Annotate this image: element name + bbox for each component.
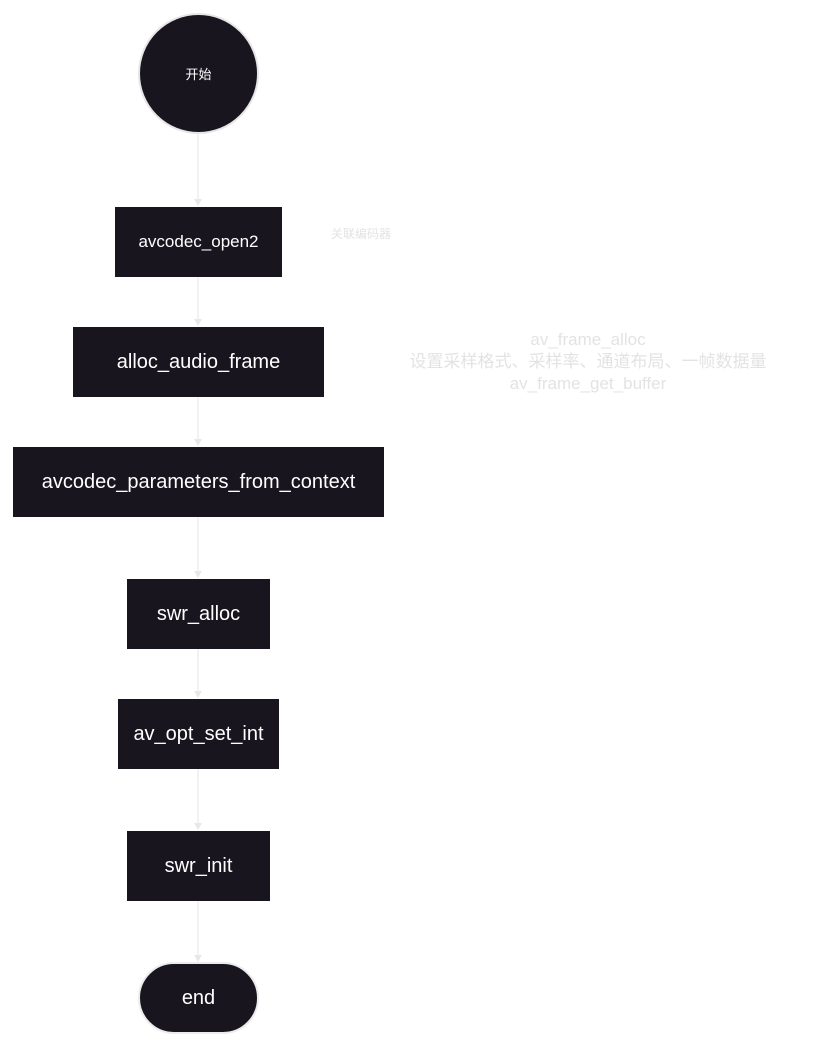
annotation-line: av_frame_get_buffer xyxy=(509,374,667,393)
annotation-alloc-frame: av_frame_alloc 设置采样格式、采样率、通道布局、一帧数据量 av_… xyxy=(382,329,794,395)
step-label: swr_init xyxy=(164,854,233,877)
arrowhead-swrinit xyxy=(194,823,202,830)
annotation-line: 设置采样格式、采样率、通道布局、一帧数据量 xyxy=(409,352,767,371)
step-label: avcodec_open2 xyxy=(138,232,259,251)
arrowhead-alloc xyxy=(194,319,202,326)
arrowhead-open2 xyxy=(194,199,202,206)
step-swr-alloc: swr_alloc xyxy=(127,579,270,649)
step-label: alloc_audio_frame xyxy=(116,350,281,373)
annotation-open2: 关联编码器 xyxy=(322,225,400,242)
step-label: swr_alloc xyxy=(156,602,241,625)
arrowhead-swralloc xyxy=(194,571,202,578)
arrowhead-params xyxy=(194,439,202,446)
end-node: end xyxy=(138,962,259,1034)
step-swr-init: swr_init xyxy=(127,831,270,901)
step-avcodec-parameters-from-context: avcodec_parameters_from_context xyxy=(13,447,384,517)
step-avcodec-open2: avcodec_open2 xyxy=(115,207,282,277)
arrowhead-end xyxy=(194,955,202,962)
step-label: avcodec_parameters_from_context xyxy=(41,470,356,493)
arrowhead-optset xyxy=(194,691,202,698)
step-label: av_opt_set_int xyxy=(133,722,264,745)
annotation-line: av_frame_alloc xyxy=(530,330,646,349)
start-label: 开始 xyxy=(185,67,212,82)
annotation-text: 关联编码器 xyxy=(330,227,391,241)
step-av-opt-set-int: av_opt_set_int xyxy=(118,699,279,769)
step-alloc-audio-frame: alloc_audio_frame xyxy=(73,327,324,397)
end-label: end xyxy=(181,986,216,1009)
start-node: 开始 xyxy=(138,13,259,134)
